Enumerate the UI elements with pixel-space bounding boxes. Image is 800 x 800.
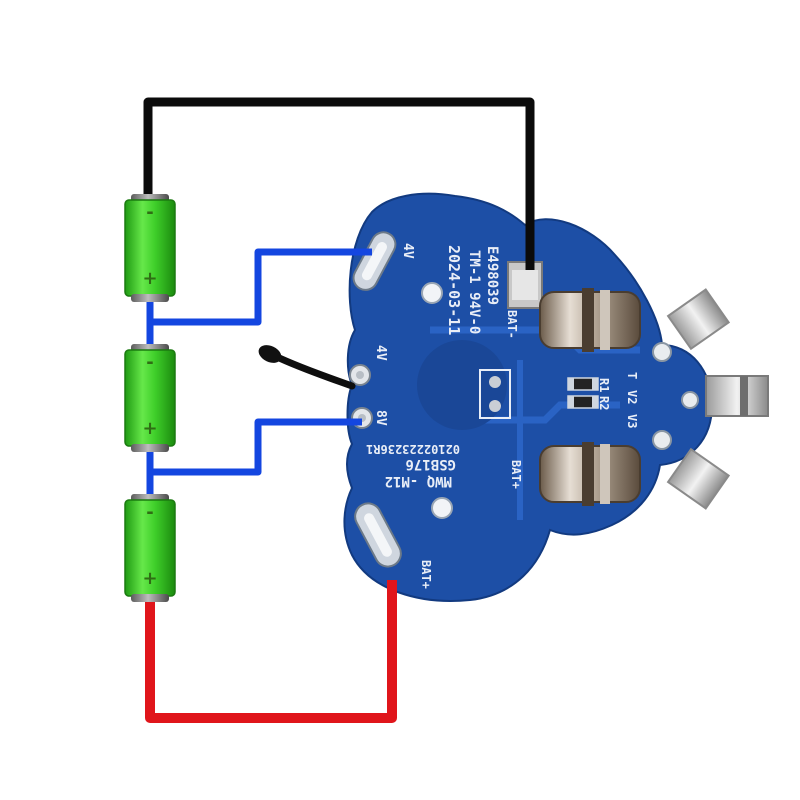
wire-blue-8v xyxy=(146,418,362,476)
cell-positive-sign: + xyxy=(142,418,157,439)
label-4v-top: 4V xyxy=(400,243,415,259)
mount-hole-bottom xyxy=(431,497,453,519)
cell-positive-sign: + xyxy=(142,568,157,589)
cell-negative-sign: - xyxy=(146,502,153,523)
label-r1: R1 xyxy=(597,378,611,392)
connector-tab-middle xyxy=(705,375,769,417)
pad-bat-plus-slot xyxy=(354,502,402,568)
label-code-tm: TM-1 94V-0 xyxy=(466,250,482,334)
thermistor-probe xyxy=(271,352,356,390)
label-t: T xyxy=(625,372,639,379)
label-bat-plus-right: BAT+ xyxy=(509,460,523,489)
terminal-clip-bottom xyxy=(539,442,641,506)
mount-hole-top xyxy=(421,282,443,304)
wire-blue-4v xyxy=(146,248,372,326)
label-4v-mid: 4V xyxy=(373,345,388,361)
bms-board: 4V E498039 TM-1 94V-0 2024-03-11 BAT- 4V… xyxy=(343,192,769,602)
label-v2: V2 xyxy=(625,390,639,404)
cell-negative-sign: - xyxy=(146,202,153,223)
battery-cells: -+-+-+ xyxy=(124,194,176,602)
label-bat-minus: BAT- xyxy=(505,310,519,339)
wire-red xyxy=(145,580,397,723)
cell-cap-bottom xyxy=(131,294,169,302)
battery-cell-3: -+ xyxy=(124,494,176,602)
fuse-pads xyxy=(479,369,511,419)
battery-cell-2: -+ xyxy=(124,344,176,452)
label-model-1: GSB176 xyxy=(405,456,456,472)
connector-tab-upper xyxy=(666,288,731,351)
label-date: 2024-03-11 xyxy=(445,245,463,335)
cell-negative-sign: - xyxy=(146,352,153,373)
label-bat-plus-bottom: BAT+ xyxy=(419,560,433,589)
cell-cap-bottom xyxy=(131,444,169,452)
label-8v: 8V xyxy=(373,410,388,426)
label-v3: V3 xyxy=(625,414,639,428)
wire-black xyxy=(143,97,535,270)
label-r2: R2 xyxy=(597,396,611,410)
label-model-2: MWQ -M12 xyxy=(385,473,452,489)
cell-cap-bottom xyxy=(131,594,169,602)
label-serial: 02102223236R1 xyxy=(366,442,460,456)
label-code-ul: E498039 xyxy=(484,246,500,305)
cell-positive-sign: + xyxy=(142,268,157,289)
battery-cell-1: -+ xyxy=(124,194,176,302)
terminal-clip-top xyxy=(539,288,641,352)
connector-tab-lower xyxy=(666,447,731,510)
